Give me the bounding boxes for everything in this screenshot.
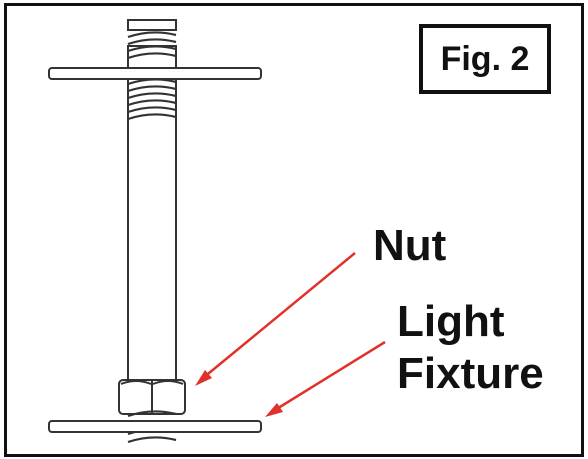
light-fixture-arrow — [265, 340, 386, 417]
rod-top-cap — [127, 19, 177, 31]
bolt-diagram — [48, 19, 386, 444]
nut-arrow — [195, 252, 356, 386]
figure-frame: Fig. 2 Nut Light Fixture — [4, 3, 584, 457]
figure-label-box: Fig. 2 — [419, 24, 551, 94]
light-fixture-plate — [48, 420, 262, 433]
light-fixture-callout: Light Fixture — [397, 296, 544, 400]
nut-callout: Nut — [373, 221, 447, 270]
light-fixture-callout-line2: Fixture — [397, 348, 544, 398]
figure-label: Fig. 2 — [440, 39, 530, 78]
rod-shaft — [127, 45, 177, 403]
hex-nut — [118, 379, 186, 415]
light-fixture-callout-line1: Light — [397, 297, 505, 346]
top-plate — [48, 67, 262, 80]
